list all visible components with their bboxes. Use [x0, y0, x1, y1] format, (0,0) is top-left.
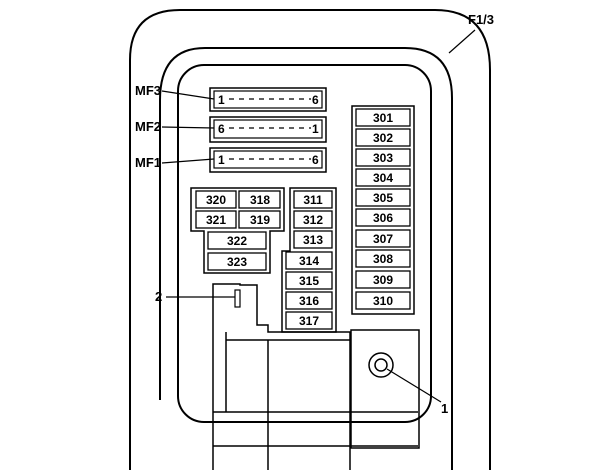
connector-latch [234, 289, 241, 308]
relay-mf3-pin-right: 6 [312, 93, 319, 107]
svg-text:307: 307 [373, 232, 393, 246]
svg-text:311: 311 [303, 193, 323, 207]
ground-stud-housing [350, 329, 420, 449]
relay-mf3-pin-left: 1 [218, 93, 225, 107]
fuse-310: 310 [355, 291, 411, 310]
fuse-group-middle: 311 312 313 314 315 316 317 [281, 187, 337, 333]
title-leader [448, 29, 476, 54]
diagram-title: F1/3 [468, 12, 494, 27]
fuse-321: 321 [195, 210, 237, 229]
fuse-323: 323 [207, 252, 267, 271]
fuse-306: 306 [355, 208, 411, 227]
relay-label-mf2: MF2 [135, 119, 161, 134]
svg-text:301: 301 [373, 111, 393, 125]
svg-text:317: 317 [299, 314, 319, 328]
ground-stud-inner [374, 358, 388, 372]
ground-stud-outer [368, 352, 394, 378]
relay-mf3: 1 6 [209, 87, 327, 112]
relay-leader-mf2 [161, 126, 215, 129]
outer-housing [129, 9, 491, 470]
svg-text:310: 310 [373, 294, 393, 308]
fuse-column-right: 301 302 303 304 305 306 307 308 [351, 105, 415, 315]
svg-text:309: 309 [373, 273, 393, 287]
fuse-320: 320 [195, 190, 237, 209]
fuse-303: 303 [355, 148, 411, 167]
fuse-group-left: 320 318 321 319 322 323 [190, 187, 285, 274]
callout-2-label: 2 [155, 289, 162, 304]
svg-text:306: 306 [373, 211, 393, 225]
fuse-302: 302 [355, 128, 411, 147]
svg-text:316: 316 [299, 294, 319, 308]
fuse-305: 305 [355, 188, 411, 207]
fuse-315: 315 [285, 271, 333, 290]
callout-1-leader [386, 368, 442, 403]
svg-text:312: 312 [303, 213, 323, 227]
svg-text:319: 319 [250, 213, 270, 227]
svg-text:321: 321 [206, 213, 226, 227]
fuse-319: 319 [238, 210, 281, 229]
callout-1-label: 1 [441, 401, 448, 416]
inner-panel [177, 64, 432, 423]
fuse-312: 312 [293, 210, 333, 229]
fuse-318: 318 [238, 190, 281, 209]
relay-mf1: 1 6 [209, 147, 327, 173]
relay-mf2: 6 1 [209, 116, 327, 143]
relay-mf2-pin-right: 1 [312, 122, 319, 136]
fuse-311: 311 [293, 190, 333, 209]
fuse-308: 308 [355, 249, 411, 268]
svg-text:302: 302 [373, 131, 393, 145]
relay-leader-mf3 [161, 90, 215, 100]
svg-text:308: 308 [373, 252, 393, 266]
fuse-309: 309 [355, 270, 411, 289]
middle-housing [159, 47, 453, 470]
relay-label-mf3: MF3 [135, 83, 161, 98]
relay-label-mf1: MF1 [135, 155, 161, 170]
fuse-307: 307 [355, 229, 411, 248]
svg-text:314: 314 [299, 254, 319, 268]
fuse-316: 316 [285, 291, 333, 310]
svg-text:315: 315 [299, 274, 319, 288]
svg-text:318: 318 [250, 193, 270, 207]
svg-text:313: 313 [303, 233, 323, 247]
fuse-317: 317 [285, 311, 333, 330]
svg-text:305: 305 [373, 191, 393, 205]
fuse-313: 313 [293, 230, 333, 249]
fuse-301: 301 [355, 108, 411, 127]
svg-text:303: 303 [373, 151, 393, 165]
svg-text:323: 323 [227, 255, 247, 269]
relay-mf2-pin-left: 6 [218, 122, 225, 136]
fuse-322: 322 [207, 231, 267, 250]
relay-mf1-pin-left: 1 [218, 153, 225, 167]
svg-text:304: 304 [373, 171, 393, 185]
fuse-314: 314 [285, 251, 333, 270]
svg-text:322: 322 [227, 234, 247, 248]
relay-mf1-pin-right: 6 [312, 153, 319, 167]
svg-text:320: 320 [206, 193, 226, 207]
fuse-304: 304 [355, 168, 411, 187]
relay-leader-mf1 [161, 158, 215, 164]
